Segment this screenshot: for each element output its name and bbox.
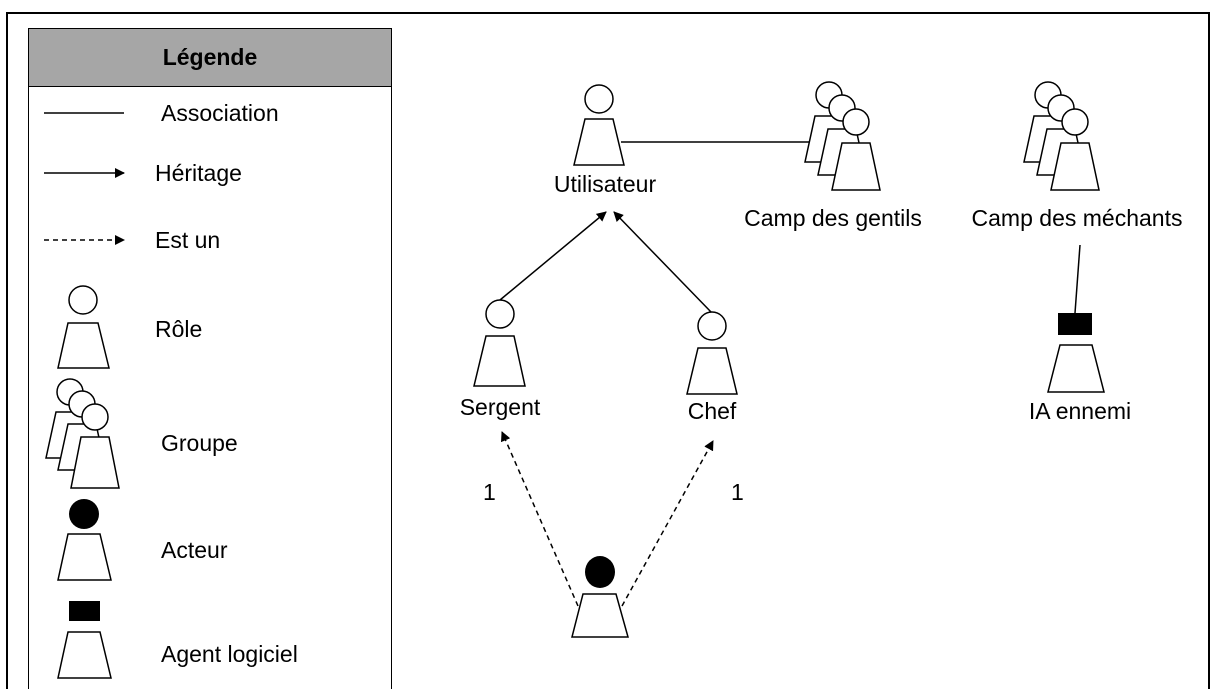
legend-group-icon — [45, 378, 120, 489]
node-camp-gentils-label: Camp des gentils — [744, 205, 922, 231]
node-chef-label: Chef — [687, 398, 737, 424]
legend-software-agent-icon — [57, 601, 112, 679]
legend-panel: Légende — [28, 28, 392, 689]
edge-heritage-chef-utilisateur — [613, 211, 713, 314]
node-utilisateur-label: Utilisateur — [553, 171, 657, 197]
legend-heritage-label: Héritage — [155, 160, 242, 186]
legend-title: Légende — [29, 29, 391, 87]
node-acteur-actor-icon — [571, 556, 629, 638]
node-chef-role-icon — [686, 311, 738, 395]
legend-association-label: Association — [161, 100, 279, 126]
edge-heritage-sergent-utilisateur — [499, 211, 607, 301]
node-camp-mechants-group-icon — [1023, 81, 1100, 191]
edge-est-un-acteur-chef — [621, 440, 714, 607]
legend-actor-label: Acteur — [161, 537, 228, 563]
legend-software-agent-label: Agent logiciel — [161, 641, 298, 667]
legend-role-label: Rôle — [155, 316, 203, 342]
diagram-frame — [6, 12, 1210, 689]
edge-est-un-sergent-multiplicity: 1 — [483, 479, 496, 505]
node-sergent-role-icon — [473, 299, 526, 387]
legend-est-un-label: Est un — [155, 227, 221, 253]
legend-actor-icon — [57, 499, 112, 581]
edge-est-un-chef-multiplicity: 1 — [731, 479, 744, 505]
node-camp-mechants-label: Camp des méchants — [971, 205, 1183, 231]
node-utilisateur-role-icon — [573, 84, 625, 166]
legend-role-icon — [57, 285, 110, 369]
node-ia-ennemi-label: IA ennemi — [1028, 398, 1132, 424]
node-camp-gentils-group-icon — [804, 81, 881, 191]
node-sergent-label: Sergent — [459, 394, 541, 420]
node-ia-ennemi-agent-icon — [1047, 313, 1105, 393]
legend-group-label: Groupe — [161, 430, 238, 456]
edge-est-un-acteur-sergent — [501, 431, 579, 607]
edge-association-mechants-ia — [1074, 244, 1081, 314]
